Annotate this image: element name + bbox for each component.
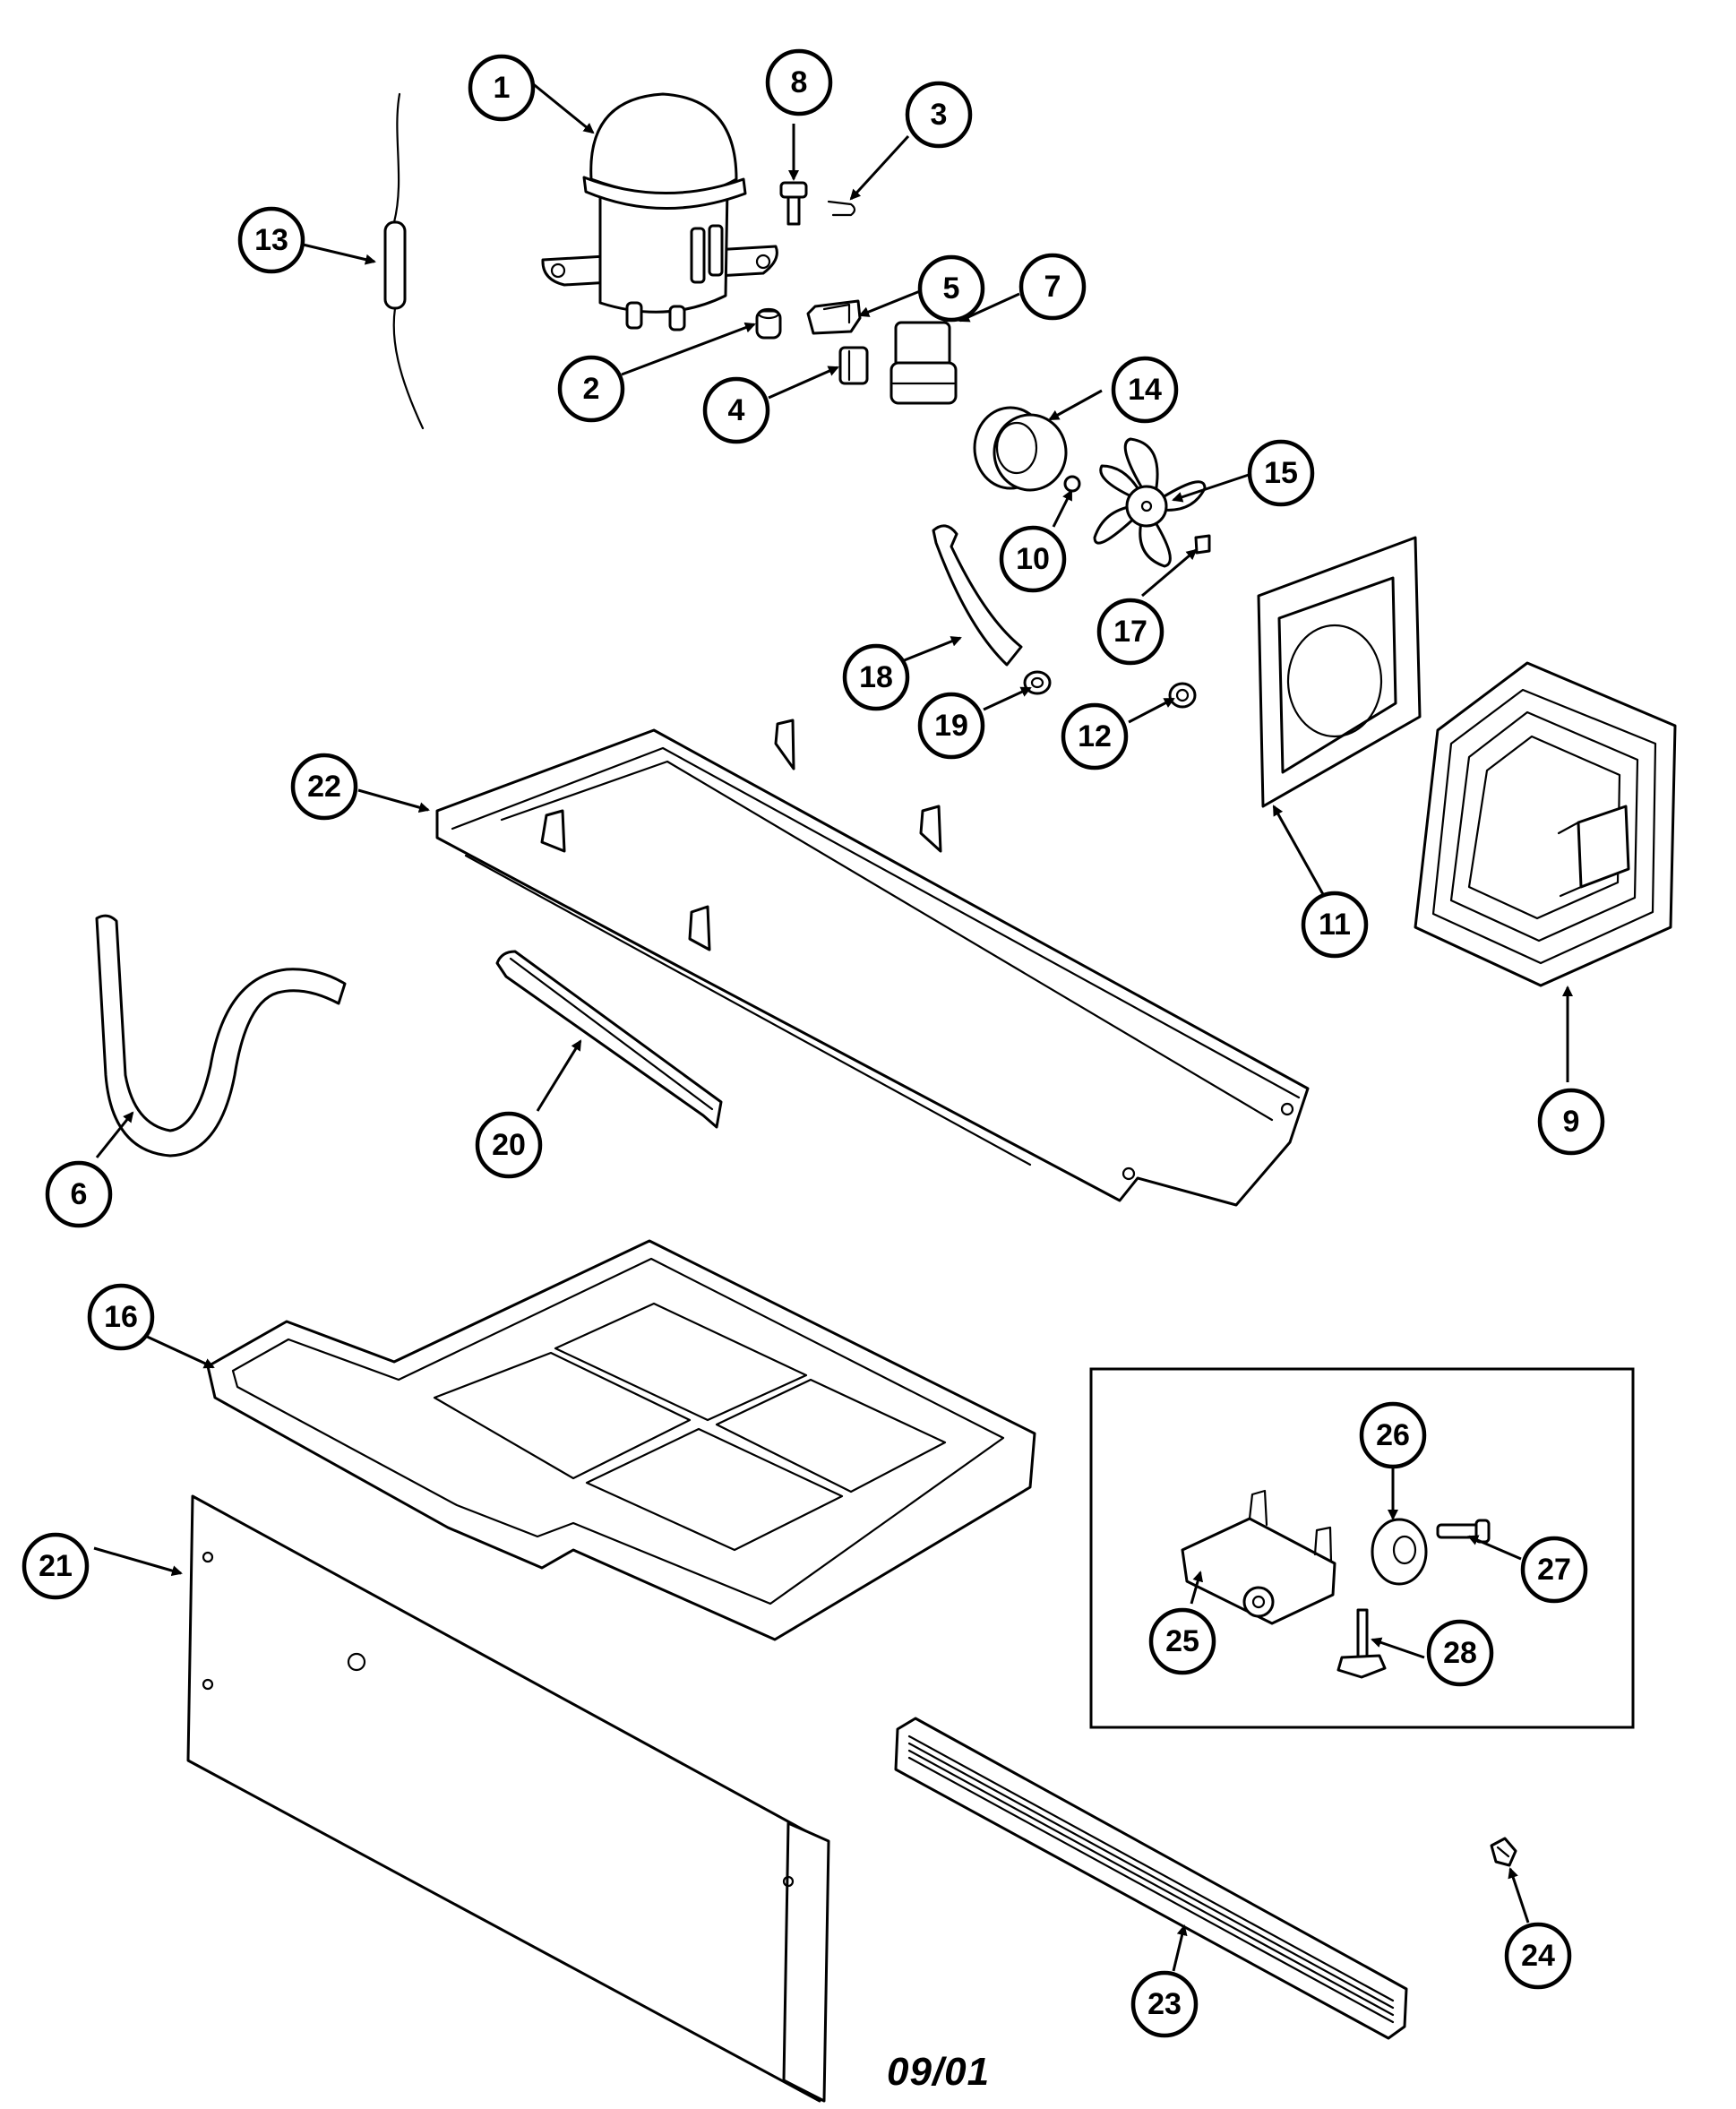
date-code: 09/01	[887, 2050, 991, 2094]
drain-hose	[95, 914, 347, 1158]
callout-label: 25	[1165, 1624, 1199, 1658]
leveling-screw	[1336, 1608, 1387, 1679]
callout-25: 25	[1148, 1607, 1216, 1675]
callout-9: 9	[1537, 1088, 1605, 1156]
condenser	[1414, 661, 1677, 987]
front-panel	[186, 1494, 830, 2103]
bracket	[806, 299, 862, 335]
callout-label: 28	[1443, 1636, 1477, 1670]
callout-18: 18	[842, 643, 910, 711]
callout-27: 27	[1520, 1536, 1588, 1604]
callout-label: 23	[1147, 1987, 1182, 2021]
callout-1: 1	[468, 54, 536, 122]
callout-6: 6	[45, 1160, 113, 1228]
callout-label: 9	[1563, 1105, 1580, 1139]
callout-2: 2	[557, 355, 625, 423]
callout-label: 26	[1376, 1418, 1410, 1452]
callout-label: 12	[1078, 719, 1112, 753]
relay	[889, 321, 958, 405]
callout-label: 15	[1264, 456, 1298, 490]
grommet-12	[1168, 682, 1197, 709]
callout-13: 13	[237, 206, 305, 274]
callout-label: 19	[934, 709, 968, 743]
roller-bracket	[1181, 1489, 1336, 1625]
callout-label: 6	[71, 1177, 88, 1211]
callout-20: 20	[475, 1111, 543, 1179]
inset-box	[1089, 1367, 1635, 1729]
callout-15: 15	[1247, 439, 1315, 507]
compressor	[541, 92, 778, 331]
bolt	[779, 181, 808, 226]
callout-label: 17	[1113, 615, 1147, 649]
small-clip	[1490, 1837, 1517, 1867]
callout-label: 20	[492, 1128, 526, 1162]
callout-11: 11	[1301, 891, 1369, 959]
callout-label: 1	[494, 71, 511, 105]
clip	[827, 200, 856, 217]
callout-label: 16	[104, 1300, 138, 1334]
callout-label: 7	[1044, 270, 1061, 304]
callout-label: 22	[307, 770, 341, 804]
callout-23: 23	[1130, 1970, 1199, 2038]
callout-label: 21	[39, 1549, 73, 1583]
callout-12: 12	[1061, 702, 1129, 770]
callout-4: 4	[702, 376, 770, 444]
callout-10: 10	[999, 525, 1067, 593]
callout-label: 4	[728, 393, 745, 427]
callout-5: 5	[917, 254, 985, 323]
callout-label: 8	[791, 65, 808, 99]
callout-28: 28	[1426, 1619, 1494, 1687]
callout-label: 10	[1016, 542, 1050, 576]
motor-bracket	[932, 524, 1023, 667]
callout-3: 3	[905, 81, 973, 149]
callout-label: 11	[1319, 908, 1351, 942]
roller-wheel	[1371, 1518, 1428, 1586]
fan-motor	[973, 406, 1081, 493]
callout-label: 2	[583, 372, 600, 406]
callout-22: 22	[290, 753, 358, 821]
axle-pin	[1436, 1519, 1491, 1544]
callout-label: 5	[943, 271, 960, 306]
callout-label: 13	[254, 223, 288, 257]
callout-21: 21	[21, 1532, 90, 1600]
drier-tube	[383, 92, 425, 430]
base-channel	[435, 719, 1310, 1207]
channel-piece	[495, 950, 723, 1129]
callout-19: 19	[917, 692, 985, 760]
callout-label: 14	[1128, 373, 1162, 407]
drain-pan	[206, 1239, 1036, 1641]
fan-blade	[1093, 437, 1207, 568]
callout-26: 26	[1359, 1401, 1427, 1469]
callout-label: 18	[859, 660, 893, 694]
toe-grille	[894, 1717, 1408, 2040]
grommet	[755, 307, 782, 340]
callout-14: 14	[1111, 356, 1179, 424]
callout-label: 27	[1537, 1553, 1571, 1587]
callout-7: 7	[1018, 253, 1087, 321]
callout-24: 24	[1504, 1922, 1572, 1990]
callout-17: 17	[1096, 598, 1164, 666]
callout-label: 24	[1521, 1939, 1555, 1973]
blade-clip	[1194, 534, 1211, 555]
callout-16: 16	[87, 1283, 155, 1351]
callout-label: 3	[931, 98, 948, 132]
overload	[838, 346, 869, 385]
callout-8: 8	[765, 48, 833, 116]
leader-lines	[93, 81, 1573, 1972]
fan-shroud	[1257, 536, 1422, 808]
